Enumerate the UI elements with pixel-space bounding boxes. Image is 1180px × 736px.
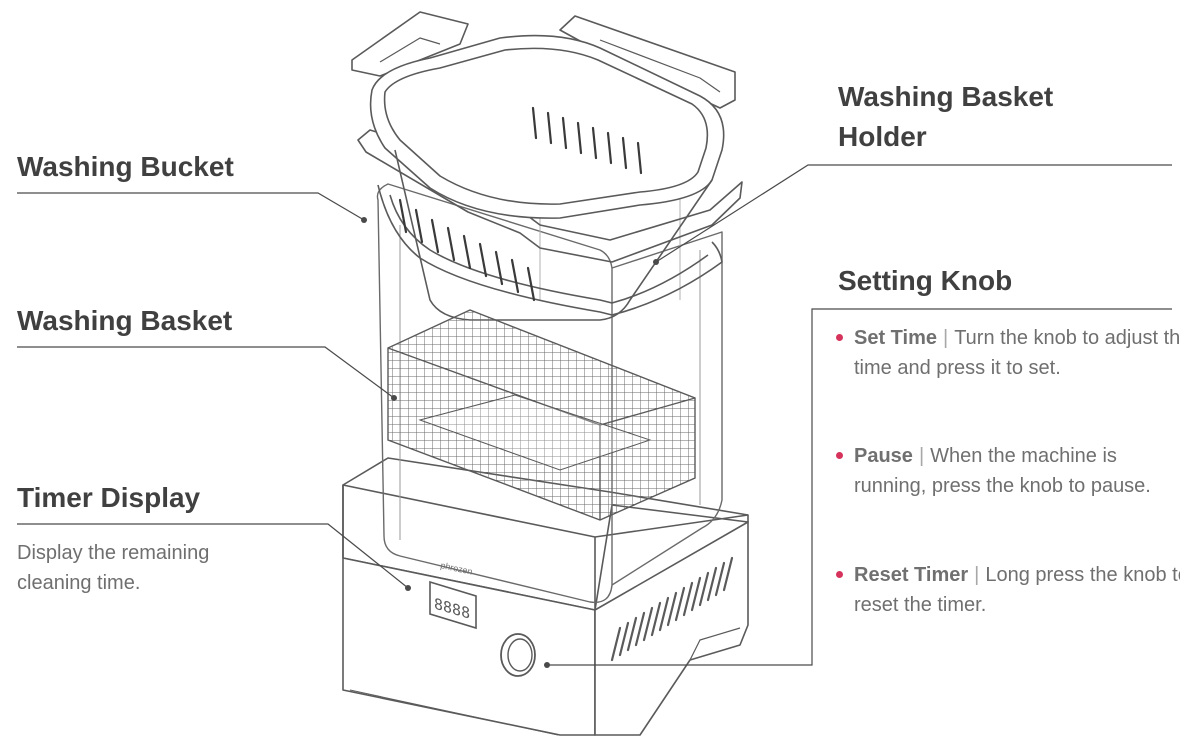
label-setting-knob: Setting Knob [838, 265, 1013, 296]
feature-separator: | [974, 564, 980, 586]
feature-set-time: Set Time |Turn the knob to adjust the tim… [836, 323, 1180, 383]
leader-dots [361, 217, 659, 668]
label-washing-basket-holder-line1: Washing Basket [838, 81, 1054, 112]
feature-name: Pause [854, 445, 913, 467]
feature-reset-timer: Reset Timer|Long press the knob to reset… [836, 560, 1180, 620]
leader-washing-basket-holder [655, 164, 1172, 263]
vent-slots [610, 556, 734, 662]
feature-name: Reset Timer [854, 564, 969, 586]
feature-desc: Turn the knob to adjust the time and pre… [854, 327, 1180, 379]
bullet-dot [836, 452, 843, 459]
setting-knob [500, 633, 536, 677]
leader-washing-basket [17, 346, 395, 399]
label-washing-basket-holder-line2: Holder [838, 121, 927, 152]
feature-separator: | [943, 327, 949, 349]
leader-setting-knob [547, 308, 1172, 666]
bullet-dot [836, 571, 843, 578]
feature-name: Set Time [854, 327, 937, 349]
timer-display-description: Display the remaining cleaning time. [17, 542, 210, 594]
label-timer-display: Timer Display [17, 482, 201, 513]
label-washing-bucket: Washing Bucket [17, 151, 234, 182]
washing-basket-top-outline [351, 11, 736, 321]
feature-desc: Long press the knob to reset the timer. [854, 564, 1180, 616]
leader-lines [17, 164, 1172, 666]
leader-timer-display [17, 523, 409, 589]
leader-washing-bucket [17, 192, 365, 221]
label-washing-basket: Washing Basket [17, 305, 233, 336]
bullet-dot [836, 334, 843, 341]
feature-pause: Pause|When the machine is running, press… [836, 441, 1180, 501]
feature-separator: | [918, 445, 925, 467]
wire-rack [387, 309, 696, 521]
basket-fins [398, 106, 643, 302]
feature-desc: When the machine is running, press the k… [854, 445, 1151, 497]
